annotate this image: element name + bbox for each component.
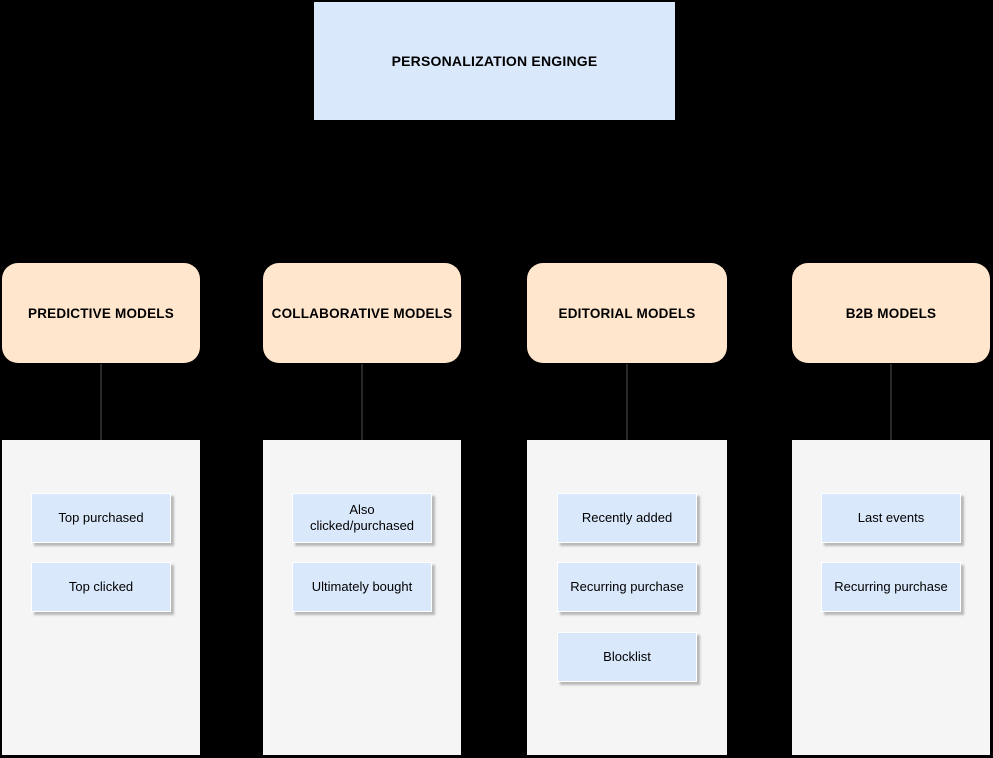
model-item-label: Top clicked <box>68 579 134 594</box>
branch-panel-editorial: Recently added Recurring purchase Blockl… <box>527 440 727 755</box>
model-item: Top purchased <box>31 493 171 543</box>
root-node-personalization-engine: PERSONALIZATION ENGINGE <box>314 2 675 120</box>
branch-column-editorial: EDITORIAL MODELS Recently added Recurrin… <box>527 0 727 758</box>
branch-node-predictive-models: PREDICTIVE MODELS <box>2 263 200 363</box>
branch-node-b2b-models: B2B MODELS <box>792 263 990 363</box>
model-item-label: Last events <box>857 510 925 525</box>
branch-panel-b2b: Last events Recurring purchase <box>792 440 990 755</box>
model-item-label: Also clicked/purchased <box>309 502 415 533</box>
model-item: Recurring purchase <box>557 562 697 612</box>
model-item: Top clicked <box>31 562 171 612</box>
branch-column-predictive: PREDICTIVE MODELS Top purchased Top clic… <box>2 0 200 758</box>
model-item: Recurring purchase <box>821 562 961 612</box>
branch-node-collaborative-models: COLLABORATIVE MODELS <box>263 263 461 363</box>
model-item: Recently added <box>557 493 697 543</box>
model-item: Last events <box>821 493 961 543</box>
branch-node-label: PREDICTIVE MODELS <box>28 305 174 321</box>
model-item: Ultimately bought <box>292 562 432 612</box>
model-item-label: Recurring purchase <box>834 579 948 594</box>
model-item: Also clicked/purchased <box>292 493 432 543</box>
branch-node-label: EDITORIAL MODELS <box>558 305 696 321</box>
model-item-label: Recently added <box>581 510 673 525</box>
model-item-label: Ultimately bought <box>311 579 413 594</box>
model-item-label: Top purchased <box>58 510 144 525</box>
model-item: Blocklist <box>557 632 697 682</box>
branch-node-editorial-models: EDITORIAL MODELS <box>527 263 727 363</box>
branch-node-label: COLLABORATIVE MODELS <box>271 305 453 321</box>
branch-node-label: B2B MODELS <box>845 305 937 321</box>
branch-column-collaborative: COLLABORATIVE MODELS Also clicked/purcha… <box>263 0 461 758</box>
model-item-label: Recurring purchase <box>570 579 684 594</box>
branch-panel-predictive: Top purchased Top clicked <box>2 440 200 755</box>
model-item-label: Blocklist <box>603 649 651 664</box>
branch-panel-collaborative: Also clicked/purchased Ultimately bought <box>263 440 461 755</box>
branch-column-b2b: B2B MODELS Last events Recurring purchas… <box>792 0 990 758</box>
root-node-label: PERSONALIZATION ENGINGE <box>391 53 598 69</box>
